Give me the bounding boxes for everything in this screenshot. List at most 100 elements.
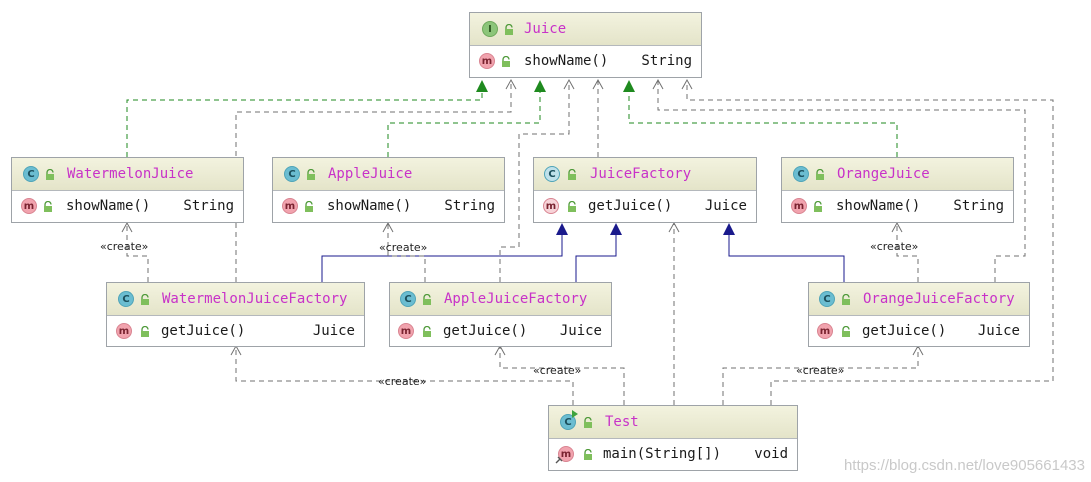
runnable-class-icon: C (560, 414, 576, 430)
dependency-orangefactory-juice (652, 78, 1026, 282)
method-name: main(String[]) (603, 446, 722, 462)
class-header: C AppleJuice (273, 158, 504, 191)
public-lock-icon (814, 201, 822, 212)
abstract-class-icon: C (544, 166, 560, 182)
public-lock-icon (568, 201, 576, 212)
static-method-icon: m (558, 446, 574, 462)
class-header: C AppleJuiceFactory (390, 283, 611, 316)
class-name: WatermelonJuiceFactory (162, 291, 348, 307)
realization-applejuice-juice (387, 80, 546, 157)
return-type: String (641, 53, 692, 69)
class-icon: C (793, 166, 809, 182)
return-type: Juice (312, 323, 355, 339)
method-row[interactable]: m showName() String (470, 46, 701, 77)
method-icon: m (817, 323, 833, 339)
method-row[interactable]: m getJuice() Juice (809, 316, 1029, 347)
class-header: C OrangeJuiceFactory (809, 283, 1029, 316)
generalization-orangefactory-juicefactory (723, 223, 845, 282)
create-label-test-watermelon: «create» (378, 375, 427, 388)
class-box-watermelonjuicefactory[interactable]: C WatermelonJuiceFactory m getJuice() Ju… (106, 282, 365, 347)
method-row[interactable]: m showName() String (273, 191, 504, 222)
return-type: Juice (704, 198, 747, 214)
method-name: getJuice() (443, 323, 528, 339)
class-header: C OrangeJuice (782, 158, 1013, 191)
class-name: Test (605, 414, 639, 430)
method-row[interactable]: m getJuice() Juice (107, 316, 364, 347)
class-box-applejuicefactory[interactable]: C AppleJuiceFactory m getJuice() Juice (389, 282, 612, 347)
return-type: String (183, 198, 234, 214)
abstract-method-icon: m (543, 198, 559, 214)
method-row[interactable]: m getJuice() Juice (534, 191, 756, 222)
method-name: showName() (836, 198, 921, 214)
create-label-apple: «create» (379, 241, 428, 254)
public-lock-icon (502, 56, 510, 67)
method-row[interactable]: m main(String[]) void (549, 439, 797, 470)
class-name: JuiceFactory (590, 166, 692, 182)
method-icon: m (282, 198, 298, 214)
dependency-test-juice (681, 78, 1054, 405)
public-lock-icon (505, 24, 513, 35)
class-icon: C (400, 291, 416, 307)
class-name: OrangeJuice (837, 166, 930, 182)
class-header: C WatermelonJuice (12, 158, 243, 191)
class-name: AppleJuiceFactory (444, 291, 588, 307)
public-lock-icon (584, 449, 592, 460)
dependency-juicefactory-juice (592, 78, 604, 157)
class-name: AppleJuice (328, 166, 413, 182)
method-icon: m (116, 323, 132, 339)
method-name: getJuice() (161, 323, 246, 339)
interface-icon: I (482, 21, 498, 37)
run-marker-icon (572, 410, 578, 418)
class-name: WatermelonJuice (67, 166, 194, 182)
class-box-applejuice[interactable]: C AppleJuice m showName() String (272, 157, 505, 223)
method-row[interactable]: m getJuice() Juice (390, 316, 611, 347)
create-orangefactory-orangejuice (891, 221, 919, 282)
method-icon: m (398, 323, 414, 339)
public-lock-icon (305, 201, 313, 212)
public-lock-icon (46, 169, 54, 180)
generalization-watermelonfactory-juicefactory (321, 223, 568, 282)
method-row[interactable]: m showName() String (12, 191, 243, 222)
watermark: https://blog.csdn.net/love905661433 (843, 457, 1085, 474)
class-box-test[interactable]: C Test m main(String[]) void (548, 405, 798, 471)
create-label-test-orange: «create» (796, 364, 845, 377)
class-header: C Test (549, 406, 797, 439)
public-lock-icon (842, 326, 850, 337)
dependency-applefactory-juice (499, 78, 575, 282)
return-type: String (953, 198, 1004, 214)
public-lock-icon (141, 294, 149, 305)
method-name: showName() (327, 198, 412, 214)
class-icon: C (118, 291, 134, 307)
realization-orangejuice-juice (623, 80, 898, 157)
create-applefactory-applejuice (382, 221, 426, 282)
class-name: OrangeJuiceFactory (863, 291, 1015, 307)
class-icon: C (284, 166, 300, 182)
dependency-test-juicefactory (668, 221, 680, 405)
method-name: showName() (66, 198, 151, 214)
public-lock-icon (568, 169, 576, 180)
class-box-juice[interactable]: I Juice m showName() String (469, 12, 702, 78)
class-box-orangejuicefactory[interactable]: C OrangeJuiceFactory m getJuice() Juice (808, 282, 1030, 347)
public-lock-icon (842, 294, 850, 305)
method-name: getJuice() (588, 198, 673, 214)
create-label-orange: «create» (870, 240, 919, 253)
public-lock-icon (423, 326, 431, 337)
public-lock-icon (423, 294, 431, 305)
class-box-watermelonjuice[interactable]: C WatermelonJuice m showName() String (11, 157, 244, 223)
static-pin-icon (555, 456, 563, 464)
class-box-orangejuice[interactable]: C OrangeJuice m showName() String (781, 157, 1014, 223)
class-header: C JuiceFactory (534, 158, 756, 191)
class-header: I Juice (470, 13, 701, 46)
public-lock-icon (584, 417, 592, 428)
method-row[interactable]: m showName() String (782, 191, 1013, 222)
method-icon: m (21, 198, 37, 214)
class-header: C WatermelonJuiceFactory (107, 283, 364, 316)
class-box-juicefactory[interactable]: C JuiceFactory m getJuice() Juice (533, 157, 757, 223)
class-name: Juice (524, 21, 567, 37)
create-label-watermelon: «create» (100, 240, 149, 253)
public-lock-icon (141, 326, 149, 337)
public-lock-icon (307, 169, 315, 180)
create-watermelonfactory-watermelonjuice (121, 221, 149, 282)
class-icon: C (819, 291, 835, 307)
generalization-applefactory-juicefactory (575, 223, 622, 282)
